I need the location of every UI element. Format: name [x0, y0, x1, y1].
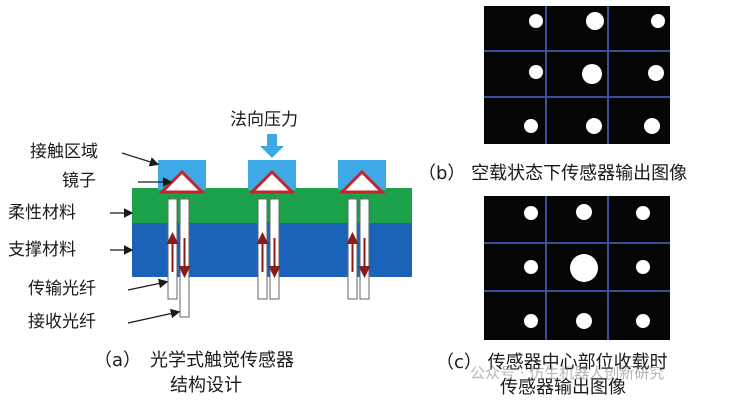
light-spot: [524, 119, 538, 133]
light-spot: [529, 65, 543, 79]
watermark: 公众号 · 仿生机器人创新研究: [470, 364, 665, 382]
light-spot: [570, 254, 598, 282]
label-contact-area: 接触区域: [30, 142, 98, 162]
caption-c-line2: 传感器输出图像: [500, 377, 626, 398]
callout-arrow-icon: [127, 308, 181, 324]
light-spot: [636, 260, 650, 274]
label-support-material: 支撑材料: [8, 240, 76, 260]
mirror-peak: [248, 169, 296, 194]
caption-c-line1: （c） 传感器中心部位收载时: [436, 352, 668, 373]
caption-a-letter: （a）: [94, 350, 142, 371]
caption-a-line1: 光学式触觉传感器: [150, 350, 294, 371]
callout-arrow-icon: [121, 152, 160, 167]
light-spot: [524, 206, 538, 220]
caption-a-line2: 结构设计: [170, 375, 242, 396]
light-spot: [582, 64, 602, 84]
output-image-center-load: [484, 196, 670, 340]
label-normal-force: 法向压力: [230, 110, 298, 130]
light-spot: [651, 14, 665, 28]
light-spot: [644, 118, 660, 134]
light-spot: [648, 65, 664, 81]
label-mirror: 镜子: [62, 171, 96, 191]
mirror-peak: [338, 169, 386, 194]
light-spot: [524, 260, 538, 274]
output-image-no-load: [484, 6, 670, 144]
light-spot: [636, 206, 650, 220]
light-spot: [586, 118, 602, 134]
light-spot: [576, 313, 592, 329]
light-spot: [524, 314, 538, 328]
callout-arrow-icon: [127, 278, 169, 291]
light-spot: [529, 14, 543, 28]
label-receive-fiber: 接收光纤: [28, 312, 96, 332]
light-spot: [636, 314, 650, 328]
label-transmit-fiber: 传输光纤: [28, 279, 96, 299]
light-spot: [586, 12, 604, 30]
down-arrow-icon: [260, 134, 284, 158]
label-flexible-material: 柔性材料: [8, 203, 76, 223]
caption-b: （b） 空载状态下传感器输出图像: [418, 163, 688, 184]
light-spot: [576, 204, 592, 220]
